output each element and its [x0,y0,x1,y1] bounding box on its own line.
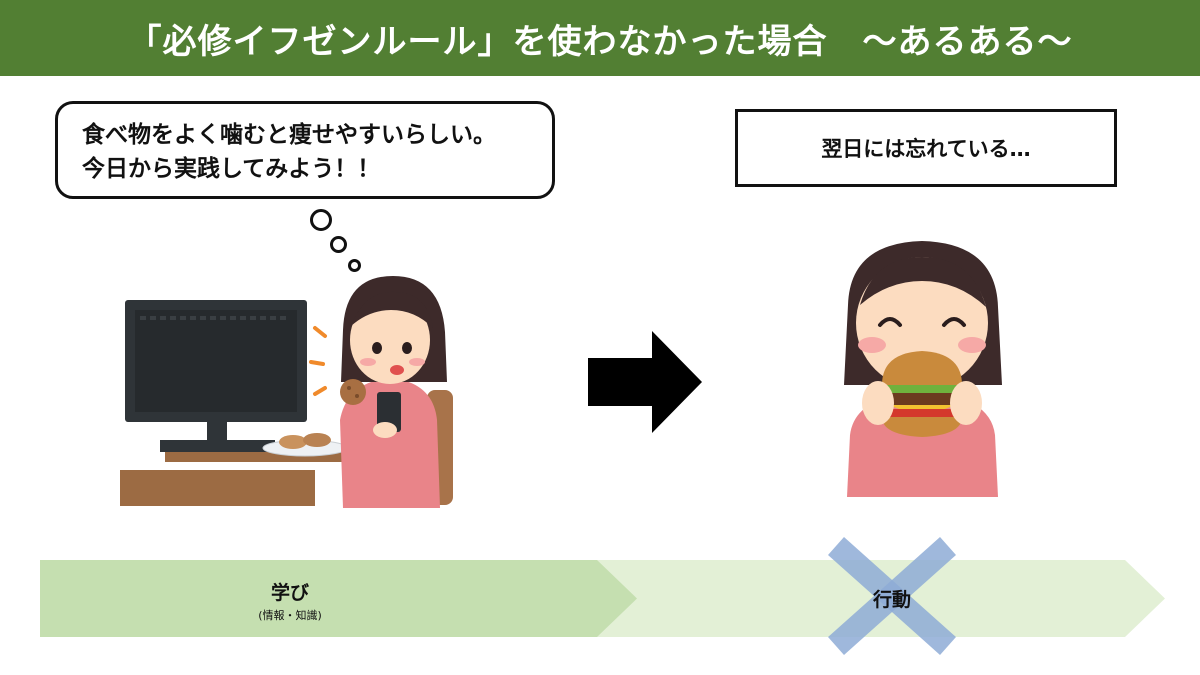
chevron-learning [40,560,637,637]
speech-line-2: 今日から実践してみよう！！ [82,156,381,182]
title-bar: 「必修イフゼンルール」を使わなかった場合 ～あるある～ [0,0,1200,76]
speech-line-1: 食べ物をよく噛むと痩せやすいらしい。 [82,122,496,148]
note-box: 翌日には忘れている… [735,109,1117,187]
slide-title: 「必修イフゼンルール」を使わなかった場合 ～あるある～ [127,21,1073,62]
learning-sublabel: (情報・知識) [258,609,322,622]
learning-label: 学び [270,582,309,604]
thought-dot-medium [330,236,347,253]
right-arrow-icon [588,331,702,433]
woman-eating-burger-illustration [844,241,1002,497]
note-text: 翌日には忘れている… [821,137,1031,161]
thought-dot-large [310,209,332,231]
learning-label-group: 学び (情報・知識) [235,578,345,623]
speech-bubble: 食べ物をよく噛むと痩せやすいらしい。 今日から実践してみよう！！ [55,101,555,199]
cross-out-icon [828,537,956,655]
action-label: 行動 [872,589,911,611]
thought-dot-small [348,259,361,272]
woman-at-computer-illustration [120,276,453,508]
